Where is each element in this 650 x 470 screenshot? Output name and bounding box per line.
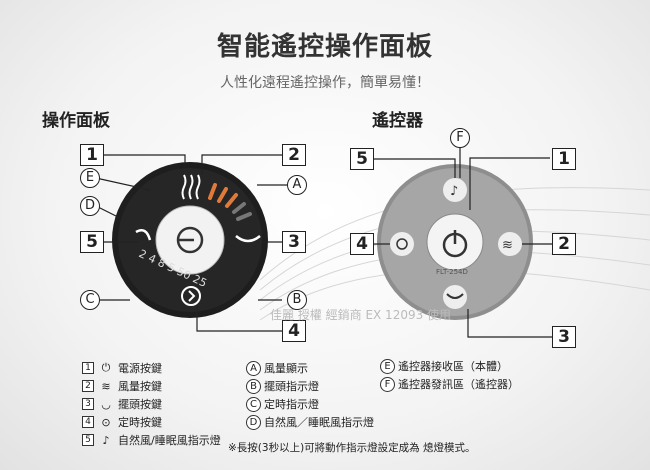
watermark: 佳麗 授權 經銷商 EX 12093 使用: [270, 308, 452, 322]
power-icon: ⏻: [101, 361, 111, 374]
marker-2-remote: 2: [552, 233, 576, 255]
timer-icon: ⊙: [101, 415, 111, 429]
marker-d: D: [80, 196, 100, 216]
marker-3-panel: 3: [282, 231, 306, 253]
marker-c: C: [80, 290, 100, 310]
section-panel-title: 操作面板: [42, 111, 110, 131]
legend-item-swing: 3 ◡ 擺頭按鍵: [82, 396, 162, 412]
natural-wind-icon: ♪: [102, 433, 110, 447]
marker-1-remote: 1: [552, 148, 576, 170]
swing-icon: ◡: [101, 397, 111, 411]
wave-icon: ≋: [101, 379, 111, 393]
marker-3-remote: 3: [552, 326, 576, 348]
legend-item-d: D 自然風／睡眠風指示燈: [246, 414, 374, 430]
marker-4-remote: 4: [350, 233, 374, 255]
legend-item-fan-speed: 2 ≋ 風量按鍵: [82, 378, 162, 394]
page-subtitle: 人性化遠程遙控操作，簡單易懂！: [220, 75, 430, 91]
legend-item-f: F 遙控器發訊區（遙控器）: [380, 376, 519, 392]
legend-item-e: E 遙控器接收區（本體）: [380, 358, 508, 374]
marker-b: B: [287, 290, 307, 310]
legend-item-timer: 4 ⊙ 定時按鍵: [82, 414, 162, 430]
footnote: ※長按(3秒以上)可將動作指示燈設定成為 熄燈模式。: [228, 442, 476, 454]
remote-body: ♪ ≋: [377, 164, 533, 320]
marker-f: F: [450, 128, 470, 148]
control-panel-dial: [112, 162, 268, 318]
marker-5-panel: 5: [80, 231, 104, 253]
legend-item-power: 1 ⏻ 電源按鍵: [82, 360, 162, 376]
page-title: 智能遙控操作面板: [216, 32, 433, 62]
legend-item-b: B 擺頭指示燈: [246, 378, 319, 394]
section-remote-title: 遙控器: [372, 111, 423, 131]
marker-1-panel: 1: [80, 144, 104, 166]
legend-item-c: C 定時指示燈: [246, 396, 319, 412]
legend-item-natural-wind: 5 ♪ 自然風/睡眠風指示燈: [82, 432, 221, 448]
marker-2-panel: 2: [282, 144, 306, 166]
svg-text:≋: ≋: [502, 238, 513, 253]
legend-item-a: A 風量顯示: [246, 360, 308, 376]
marker-5-remote: 5: [350, 148, 374, 170]
marker-e: E: [80, 168, 100, 188]
marker-4-panel: 4: [282, 320, 306, 342]
remote-model: FLT-254D: [436, 268, 468, 276]
marker-a: A: [287, 175, 307, 195]
svg-text:♪: ♪: [450, 184, 458, 199]
